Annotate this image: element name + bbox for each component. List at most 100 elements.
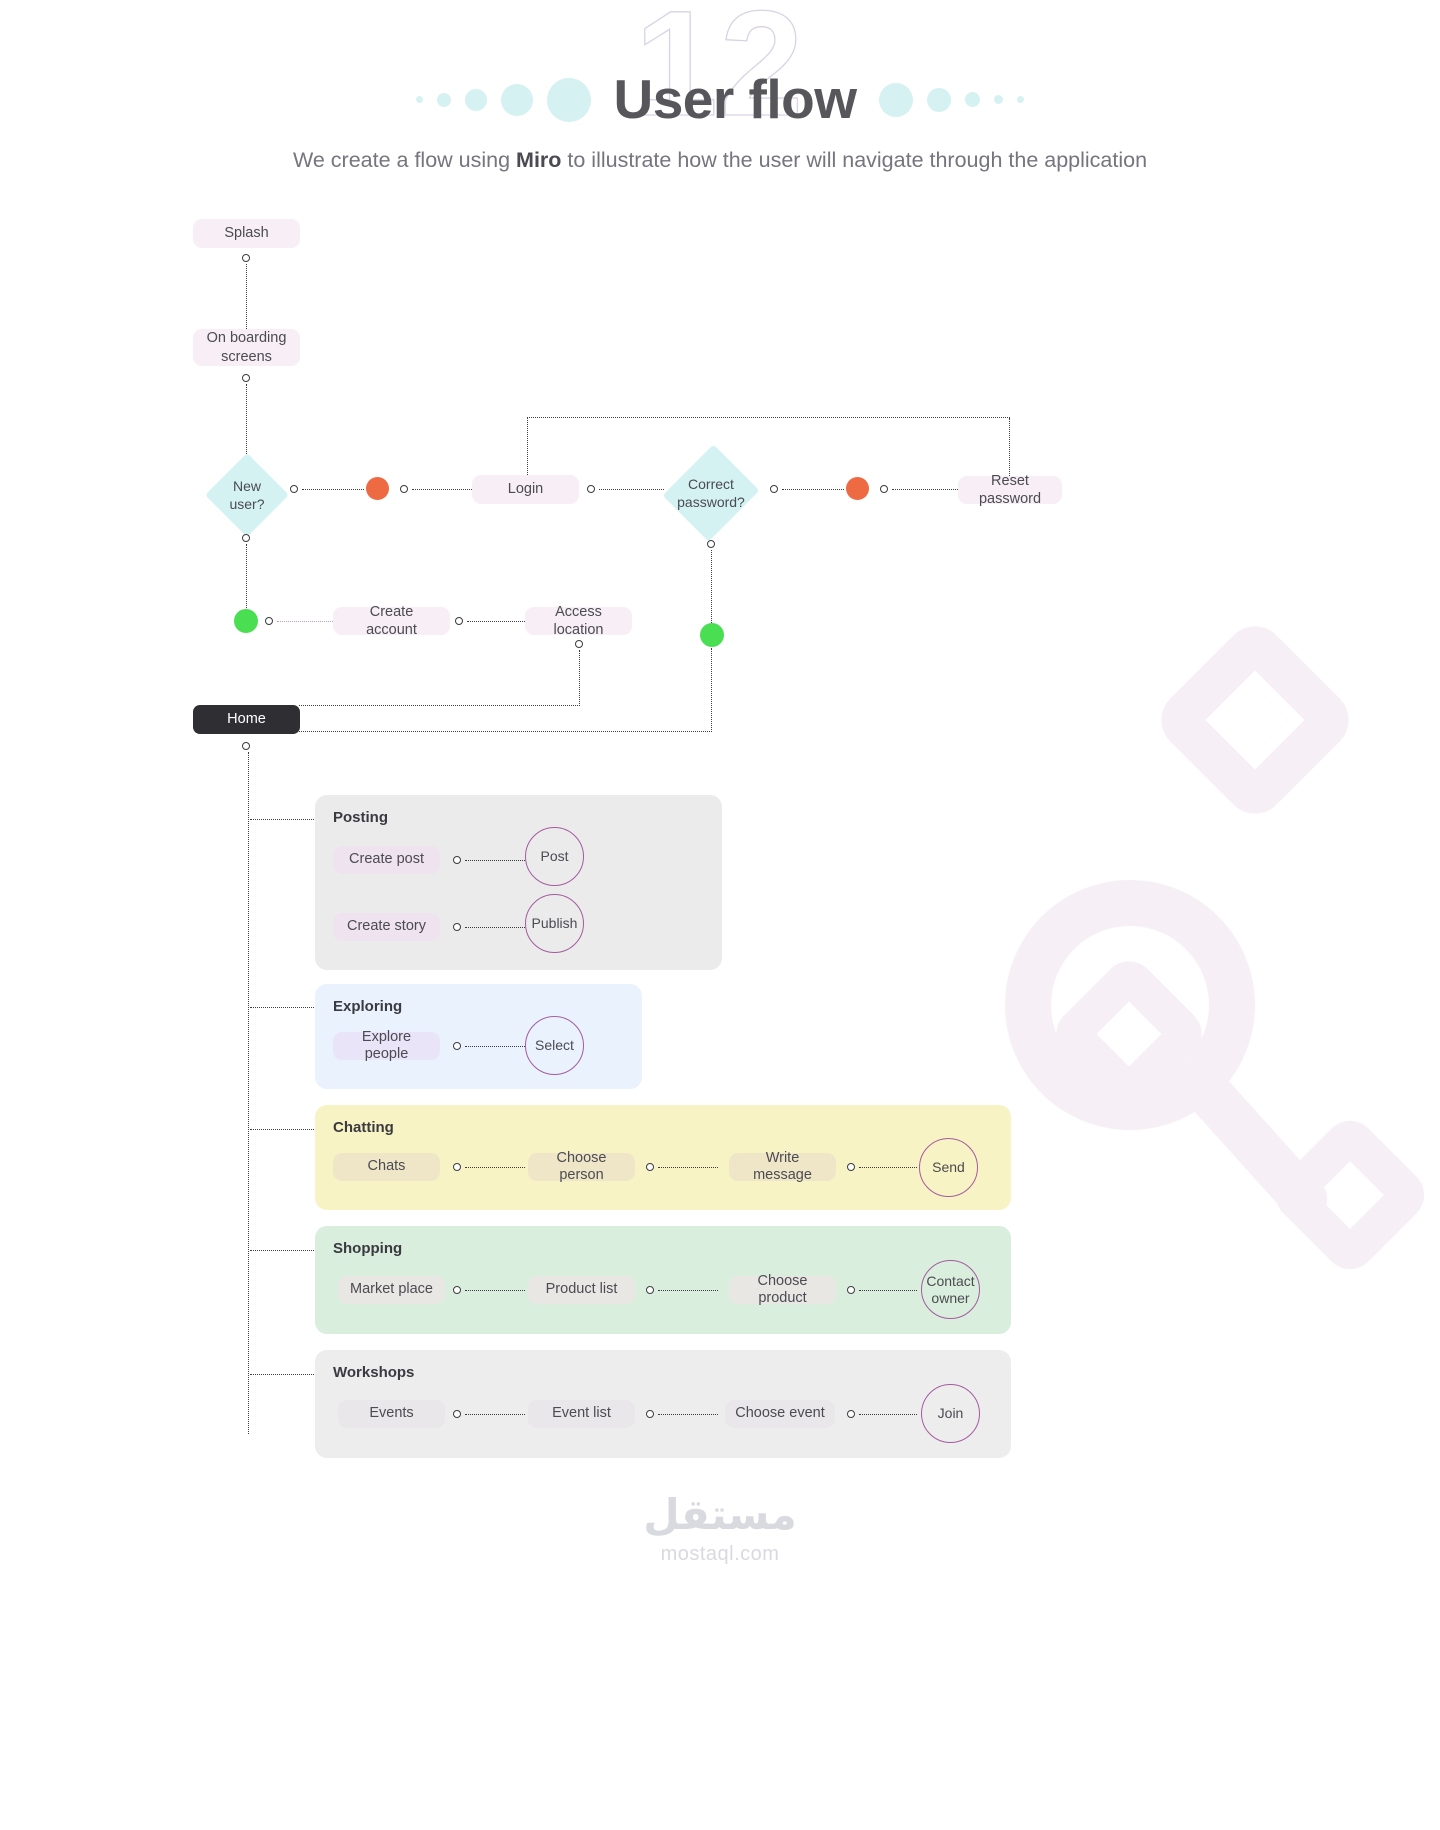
- dot-icon: [501, 83, 534, 116]
- dot-icon: [926, 87, 951, 112]
- page-title: User flow: [613, 68, 857, 130]
- flow-decision-label: New user?: [229, 477, 265, 512]
- step-end-post[interactable]: Post: [525, 827, 584, 886]
- step-events[interactable]: Events: [338, 1400, 445, 1428]
- flow-decision-correct-password[interactable]: Correct password?: [662, 442, 760, 544]
- connector-dot: [242, 742, 250, 750]
- step-write-message[interactable]: Write message: [729, 1150, 836, 1183]
- connector-dot: [707, 540, 715, 548]
- flow-node-label: On boarding screens: [206, 330, 287, 365]
- step-choose-product[interactable]: Choose product: [729, 1273, 836, 1306]
- subtitle-tool-name: Miro: [516, 148, 562, 172]
- step-event-list[interactable]: Event list: [528, 1400, 635, 1428]
- marker-no: [366, 477, 389, 500]
- dot-icon: [1016, 96, 1024, 103]
- dot-icon: [416, 96, 424, 103]
- connector-line: [250, 1007, 314, 1008]
- step-choose-event[interactable]: Choose event: [725, 1400, 835, 1428]
- flow-node-onboarding[interactable]: On boarding screens: [193, 329, 300, 366]
- flow-decision-label: Correct password?: [677, 475, 745, 510]
- connector-dot: [646, 1286, 654, 1294]
- connector-line: [246, 384, 247, 456]
- connector-dot: [453, 1286, 461, 1294]
- connector-dot: [646, 1410, 654, 1418]
- connector-line: [277, 621, 333, 622]
- connector-line: [465, 1414, 525, 1415]
- connector-line: [465, 860, 525, 861]
- flow-node-reset-password[interactable]: Reset password: [958, 473, 1062, 507]
- section-title: Exploring: [333, 998, 403, 1015]
- connector-line: [782, 489, 844, 490]
- dot-icon: [547, 77, 592, 122]
- flow-node-splash[interactable]: Splash: [193, 219, 300, 248]
- connector-dot: [242, 374, 250, 382]
- step-end-contact-owner[interactable]: Contact owner: [921, 1260, 980, 1319]
- step-end-join[interactable]: Join: [921, 1384, 980, 1443]
- step-product-list[interactable]: Product list: [528, 1276, 635, 1304]
- connector-line: [711, 648, 712, 732]
- brand-url: mostaql.com: [660, 1543, 780, 1565]
- step-end-publish[interactable]: Publish: [525, 894, 584, 953]
- connector-line: [465, 927, 525, 928]
- flow-node-login[interactable]: Login: [472, 475, 579, 504]
- flow-node-home[interactable]: Home: [193, 705, 300, 734]
- flow-node-access-location[interactable]: Access location: [525, 604, 632, 638]
- section-card-chatting: Chatting Chats Choose person Write messa…: [315, 1105, 1011, 1210]
- marker-yes: [700, 623, 724, 647]
- connector-line: [465, 1167, 525, 1168]
- connector-dot: [880, 485, 888, 493]
- flow-node-create-account[interactable]: Create account: [333, 604, 450, 638]
- step-create-post[interactable]: Create post: [333, 846, 440, 874]
- connector-line: [412, 489, 472, 490]
- brand-logo: مستقل: [643, 1490, 797, 1539]
- subtitle-part-2: to illustrate how the user will navigate…: [561, 148, 1148, 172]
- section-card-exploring: Exploring Explore people Select: [315, 984, 642, 1089]
- marker-no: [846, 477, 869, 500]
- section-title: Chatting: [333, 1119, 394, 1136]
- connector-line: [465, 1046, 525, 1047]
- title-row: User flow: [0, 72, 1440, 127]
- section-title: Posting: [333, 809, 388, 826]
- connector-line: [299, 705, 580, 706]
- connector-dot: [770, 485, 778, 493]
- flow-decision-new-user[interactable]: New user?: [205, 453, 289, 537]
- step-chats[interactable]: Chats: [333, 1153, 440, 1181]
- section-title: Shopping: [333, 1240, 403, 1257]
- step-market-place[interactable]: Market place: [338, 1276, 445, 1304]
- dot-icon: [437, 92, 452, 107]
- connector-line: [658, 1414, 718, 1415]
- connector-dot: [265, 617, 273, 625]
- dot-icon: [964, 92, 980, 107]
- step-explore-people[interactable]: Explore people: [333, 1029, 440, 1062]
- step-create-story[interactable]: Create story: [333, 913, 440, 941]
- connector-line: [658, 1167, 718, 1168]
- connector-dot: [453, 923, 461, 931]
- connector-line: [892, 489, 958, 490]
- subtitle-part-1: We create a flow using: [292, 148, 517, 172]
- page-subtitle: We create a flow using Miro to illustrat…: [0, 148, 1440, 173]
- slide-number: 12: [634, 0, 806, 147]
- step-end-send[interactable]: Send: [919, 1138, 978, 1197]
- connector-dot: [455, 617, 463, 625]
- connector-dot: [290, 485, 298, 493]
- step-choose-person[interactable]: Choose person: [528, 1150, 635, 1183]
- connector-dot: [847, 1286, 855, 1294]
- connector-dot: [453, 1163, 461, 1171]
- connector-line: [859, 1414, 917, 1415]
- connector-line: [859, 1167, 917, 1168]
- connector-line: [465, 1290, 525, 1291]
- dot-icon: [465, 88, 488, 111]
- connector-line: [250, 1374, 314, 1375]
- connector-line: [1009, 418, 1010, 476]
- connector-dot: [646, 1163, 654, 1171]
- connector-line: [711, 550, 712, 623]
- connector-dot: [575, 640, 583, 648]
- connector-dot: [400, 485, 408, 493]
- connector-dot: [847, 1410, 855, 1418]
- step-end-select[interactable]: Select: [525, 1016, 584, 1075]
- connector-line: [250, 1129, 314, 1130]
- connector-line: [246, 544, 247, 610]
- footer: مستقل mostaql.com: [0, 1490, 1440, 1566]
- section-card-workshops: Workshops Events Event list Choose event…: [315, 1350, 1011, 1458]
